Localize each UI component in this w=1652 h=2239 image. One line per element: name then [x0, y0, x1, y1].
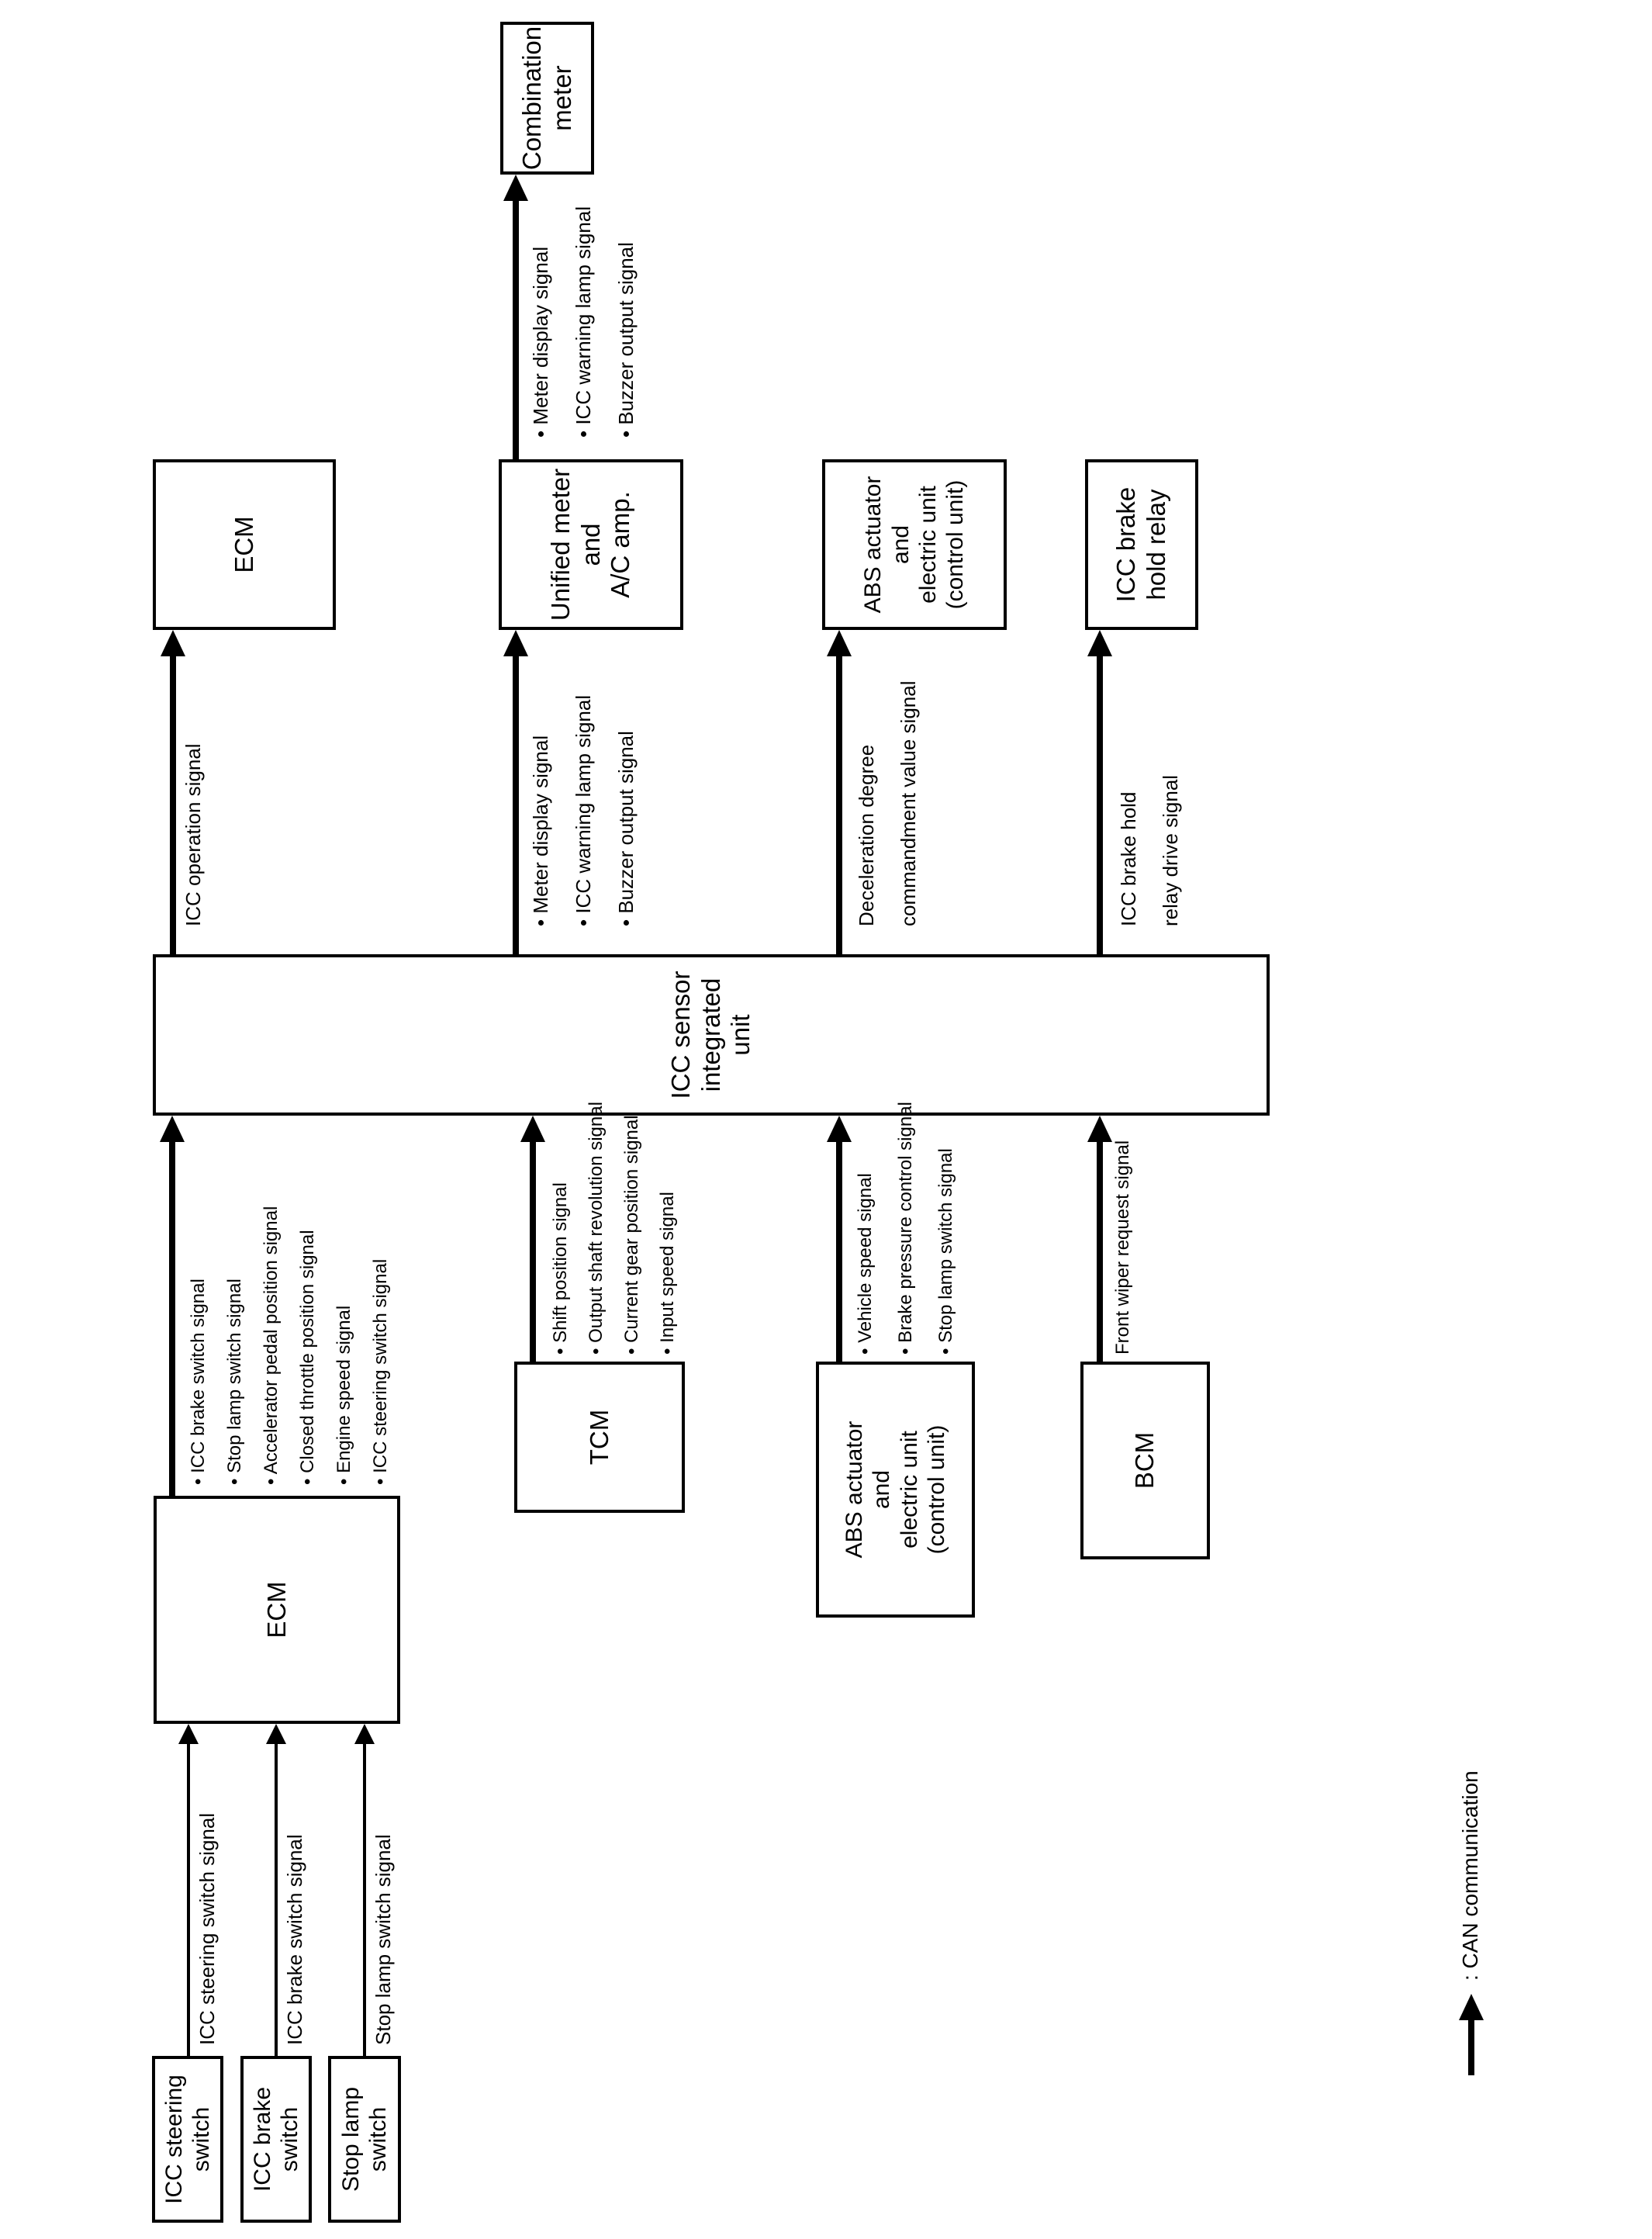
arrow-line	[530, 1139, 536, 1362]
arrow-line	[170, 653, 176, 954]
label-stop-lamp-switch-signal: Stop lamp switch signal	[372, 1834, 395, 2045]
node-stop-lamp-switch: Stop lamp switch	[328, 2056, 401, 2223]
label-front-wiper-request-signal: Front wiper request signal	[1112, 1140, 1133, 1355]
node-abs-actuator-source: ABS actuator and electric unit (control …	[816, 1362, 975, 1618]
arrow-head	[161, 630, 185, 656]
node-bcm: BCM	[1080, 1362, 1210, 1559]
arrow-line	[836, 653, 842, 954]
arrow-line	[1468, 2017, 1474, 2075]
node-abs-actuator-dest: ABS actuator and electric unit (control …	[822, 459, 1007, 630]
arrow-line	[513, 653, 519, 954]
label-sensor-to-meter-signals: • Meter display signal • ICC warning lam…	[529, 694, 638, 926]
node-ecm-dest: ECM	[153, 459, 336, 630]
arrow-head	[1087, 1116, 1112, 1142]
label-icc-operation-signal: ICC operation signal	[181, 743, 205, 926]
arrow-line	[1097, 1139, 1103, 1362]
arrow-line	[169, 1139, 175, 1496]
node-ecm-source: ECM	[154, 1496, 400, 1724]
node-icc-sensor-integrated-unit: ICC sensor integrated unit	[153, 954, 1270, 1116]
label-meter-to-combination-signals: • Meter display signal • ICC warning lam…	[529, 206, 638, 438]
arrow-head	[266, 1724, 286, 1744]
node-icc-steering-switch: ICC steering switch	[152, 2056, 223, 2223]
arrow-head	[503, 630, 528, 656]
arrow-line	[1097, 653, 1103, 954]
label-deceleration-commandment-signal: Deceleration degree commandment value si…	[855, 680, 920, 927]
arrow-line	[275, 1742, 278, 2056]
arrow-line	[513, 198, 519, 459]
arrow-head	[1087, 630, 1112, 656]
arrow-head	[1459, 1994, 1484, 2020]
label-tcm-to-sensor-signals: • Shift position signal • Output shaft r…	[550, 1102, 678, 1355]
node-icc-brake-hold-relay: ICC brake hold relay	[1085, 459, 1198, 630]
arrow-line	[836, 1139, 842, 1362]
node-icc-brake-switch: ICC brake switch	[240, 2056, 312, 2223]
arrow-line	[187, 1742, 190, 2056]
arrow-head	[503, 175, 528, 201]
arrow-head	[178, 1724, 199, 1744]
label-steering-switch-signal: ICC steering switch signal	[195, 1812, 219, 2045]
legend-can-label: : CAN communication	[1458, 1770, 1482, 1981]
label-ecm-to-sensor-signals: • ICC brake switch signal • Stop lamp sw…	[188, 1206, 391, 1485]
arrow-head	[354, 1724, 375, 1744]
label-brake-switch-signal: ICC brake switch signal	[283, 1834, 306, 2045]
label-abs-to-sensor-signals: • Vehicle speed signal • Brake pressure …	[855, 1102, 956, 1355]
label-brake-hold-relay-drive-signal: ICC brake hold relay drive signal	[1117, 774, 1182, 926]
node-tcm: TCM	[514, 1362, 685, 1513]
arrow-head	[520, 1116, 545, 1142]
arrow-line	[363, 1742, 366, 2056]
node-combination-meter: Combination meter	[500, 22, 594, 175]
arrow-head	[827, 630, 852, 656]
arrow-head	[160, 1116, 185, 1142]
node-unified-meter-ac-amp: Unified meter and A/C amp.	[499, 459, 683, 630]
